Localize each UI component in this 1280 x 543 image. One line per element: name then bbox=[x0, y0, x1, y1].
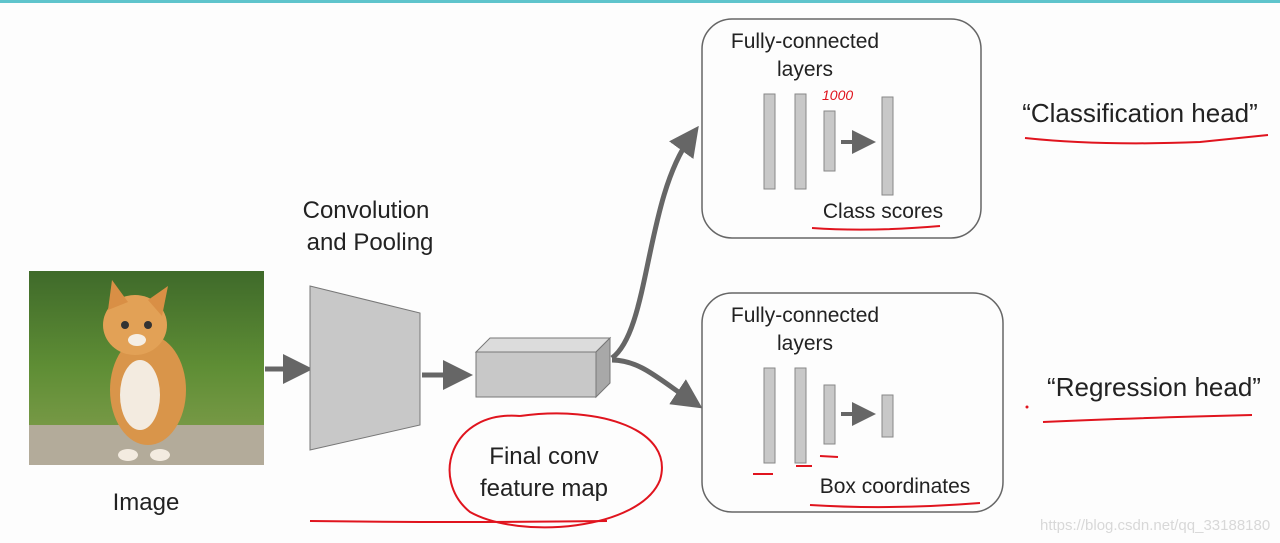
class-box-title-line1: Fully-connected bbox=[731, 30, 879, 53]
feature-label-line1: Final conv bbox=[489, 443, 598, 470]
class-scores-label: Class scores bbox=[823, 200, 943, 223]
classification-head-label: “Classification head” bbox=[1022, 98, 1258, 128]
reg-box-title-line1: Fully-connected bbox=[731, 304, 879, 327]
box-coordinates-label: Box coordinates bbox=[820, 475, 971, 498]
red-circle-annotation bbox=[448, 412, 663, 529]
feature-map-block bbox=[474, 336, 612, 399]
red-underline bbox=[809, 502, 981, 509]
top-accent-bar bbox=[0, 0, 1280, 3]
regression-head-label: “Regression head” bbox=[1047, 372, 1261, 402]
class-annotation: 1000 bbox=[822, 87, 853, 103]
red-underline bbox=[811, 225, 941, 231]
class-box-title-line2: layers bbox=[777, 58, 833, 81]
conv-pooling-block bbox=[309, 285, 421, 451]
watermark: https://blog.csdn.net/qq_33188180 bbox=[1040, 517, 1270, 534]
arrow-icon bbox=[611, 357, 703, 409]
red-underline bbox=[1042, 414, 1253, 423]
red-dot bbox=[1025, 405, 1029, 409]
red-underline bbox=[1024, 134, 1269, 145]
feature-label-line2: feature map bbox=[480, 475, 608, 502]
cat-image bbox=[29, 271, 264, 465]
arrow-icon bbox=[610, 125, 699, 361]
conv-label-line2: and Pooling bbox=[307, 229, 434, 256]
reg-box-title-line2: layers bbox=[777, 332, 833, 355]
regression-fc-box bbox=[701, 292, 1004, 513]
image-label: Image bbox=[113, 489, 180, 516]
red-underline bbox=[753, 455, 839, 475]
conv-label-line1: Convolution bbox=[303, 197, 430, 224]
classification-fc-box bbox=[701, 18, 982, 239]
red-underline bbox=[309, 520, 608, 523]
